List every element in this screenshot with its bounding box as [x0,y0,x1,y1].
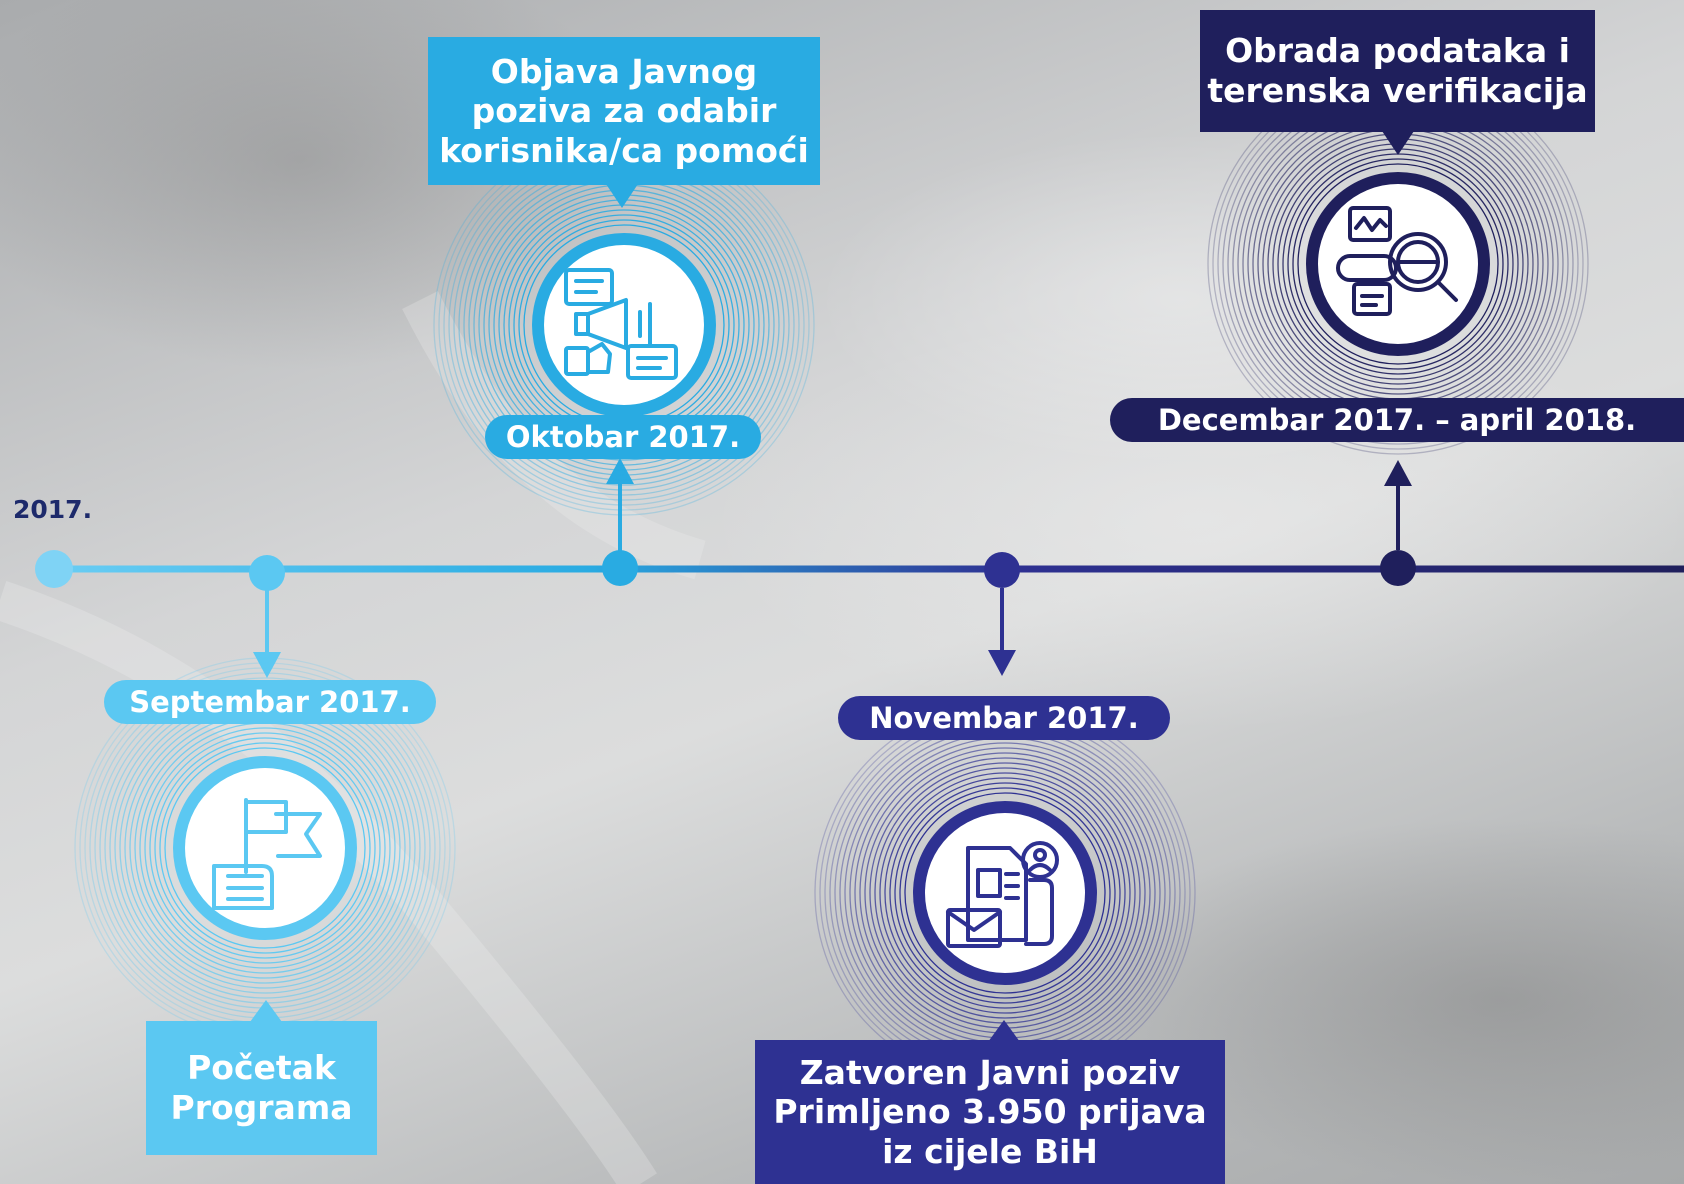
milestone-text-october: Objava Javnog poziva za odabir korisnika… [428,37,820,185]
date-pill-september: Septembar 2017. [104,680,436,724]
callout-pointer-december [1382,131,1414,155]
milestone-text-december: Obrada podataka i terenska verifikacija [1200,10,1595,132]
timeline-dot-september [249,555,285,591]
connector-november [988,588,1016,676]
decorative-ring [879,767,1131,1019]
decorative-ring [904,792,1106,994]
date-pill-october: Oktobar 2017. [485,415,761,459]
decorative-ring [1292,158,1504,370]
decorative-ring [144,727,386,969]
decorative-ring [164,747,366,949]
connector-september [253,590,281,678]
decorative-ring [149,732,381,964]
timeline-dot-december [1380,550,1416,586]
decorative-ring [884,772,1126,1014]
hand-flag-icon [212,798,322,910]
callout-pointer-november [988,1020,1020,1042]
decorative-ring [154,737,376,959]
timeline-start-dot [35,550,73,588]
data-search-icon [1336,206,1458,316]
connector-october [606,458,634,552]
milestone-text-september: Početak Programa [146,1021,377,1155]
decorative-ring [899,787,1111,999]
decorative-ring [889,777,1121,1009]
decorative-ring [1297,163,1499,365]
megaphone-icon [564,268,678,380]
year-label: 2017. [13,495,93,524]
date-pill-december: Decembar 2017. – april 2018. [1110,398,1684,442]
timeline-dot-october [602,550,638,586]
milestone-text-november: Zatvoren Javni poziv Primljeno 3.950 pri… [755,1040,1225,1184]
medallion-september [173,756,357,940]
application-document-icon [946,841,1059,948]
connector-december [1384,460,1412,550]
timeline-dot-november [984,552,1020,588]
callout-pointer-october [606,184,638,208]
callout-pointer-september [250,1000,282,1022]
decorative-ring [894,782,1116,1004]
date-pill-november: Novembar 2017. [838,696,1170,740]
medallion-november [913,801,1097,985]
decorative-ring [159,742,371,954]
